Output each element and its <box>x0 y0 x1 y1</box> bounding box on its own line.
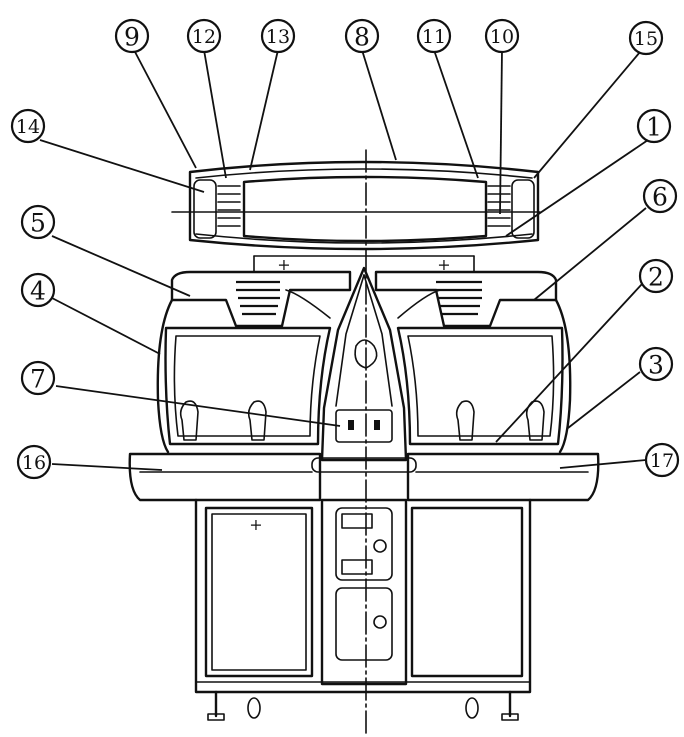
callout-12: 12 <box>186 18 222 54</box>
marquee-vent-left <box>217 185 241 227</box>
callout-4-label: 4 <box>30 277 46 306</box>
callout-14: 14 <box>10 108 46 144</box>
callout-9-label: 9 <box>124 23 140 52</box>
leader-lines <box>39 49 649 471</box>
callout-6-label: 6 <box>652 183 668 212</box>
callout-2: 2 <box>638 258 674 294</box>
top-grill-left <box>236 280 280 316</box>
center-tower <box>320 266 408 462</box>
callout-17: 17 <box>644 442 680 478</box>
callout-3-label: 3 <box>648 351 664 380</box>
top-grill-right <box>436 280 482 316</box>
callout-16: 16 <box>16 444 52 480</box>
callout-15: 15 <box>628 20 664 56</box>
svg-text:+: + <box>249 515 262 534</box>
handle-right-1 <box>455 400 475 441</box>
svg-text:+: + <box>277 255 290 274</box>
callout-17-label: 17 <box>650 450 674 472</box>
callout-1: 1 <box>636 108 672 144</box>
callout-10-label: 10 <box>490 26 514 48</box>
callout-15-label: 15 <box>634 28 658 50</box>
callout-5-label: 5 <box>30 209 46 238</box>
coin-door-upper <box>335 507 393 581</box>
callout-10: 10 <box>484 18 520 54</box>
callout-8: 8 <box>344 18 380 54</box>
callout-7: 7 <box>20 360 56 396</box>
screen-left <box>164 289 332 446</box>
callout-13-label: 13 <box>266 26 290 48</box>
marquee-bracket: + + <box>253 255 475 274</box>
coin-door-lower <box>335 587 393 661</box>
callout-2-label: 2 <box>648 263 664 292</box>
svg-text:+: + <box>437 255 450 274</box>
callout-14-label: 14 <box>16 116 40 138</box>
base-cabinet: + <box>194 498 532 721</box>
marquee <box>171 160 541 251</box>
callout-4: 4 <box>20 272 56 308</box>
control-panel <box>128 452 600 502</box>
feet <box>207 690 519 721</box>
callout-13: 13 <box>260 18 296 54</box>
upper-cabinet <box>156 266 572 462</box>
callout-11-label: 11 <box>422 26 446 48</box>
callout-6: 6 <box>642 178 678 214</box>
callout-5: 5 <box>20 204 56 240</box>
callout-7-label: 7 <box>30 365 46 394</box>
callout-8-label: 8 <box>354 23 370 52</box>
callout-11: 11 <box>416 18 452 54</box>
callout-9: 9 <box>114 18 150 54</box>
callout-1-label: 1 <box>646 113 662 142</box>
callout-3: 3 <box>638 346 674 382</box>
handle-left-1 <box>179 400 199 441</box>
marquee-vent-right <box>487 185 511 227</box>
callout-16-label: 16 <box>22 452 46 474</box>
callout-12-label: 12 <box>192 26 216 48</box>
